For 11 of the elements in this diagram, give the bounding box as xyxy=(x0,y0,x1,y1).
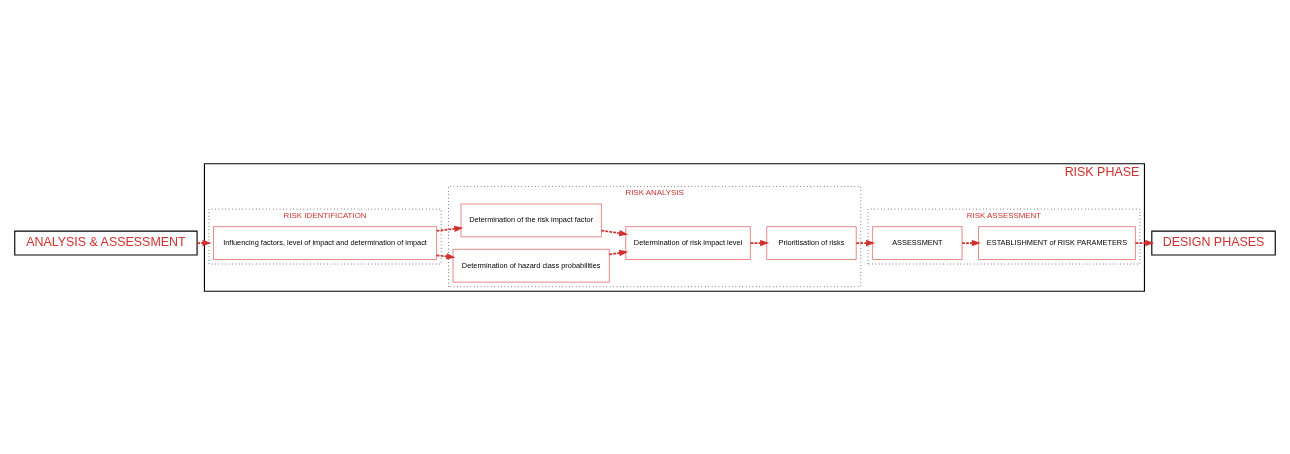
arrow xyxy=(608,249,629,256)
arrow xyxy=(435,252,456,260)
arrow xyxy=(196,239,212,246)
node-box: DESIGN PHASES xyxy=(1151,230,1276,256)
arrow xyxy=(435,225,464,232)
arrow xyxy=(1134,239,1155,246)
arrow xyxy=(855,239,876,246)
arrow xyxy=(749,239,770,246)
arrow xyxy=(961,239,981,246)
arrow xyxy=(600,229,629,236)
node-box: ANALYSIS & ASSESSMENT xyxy=(14,230,198,256)
